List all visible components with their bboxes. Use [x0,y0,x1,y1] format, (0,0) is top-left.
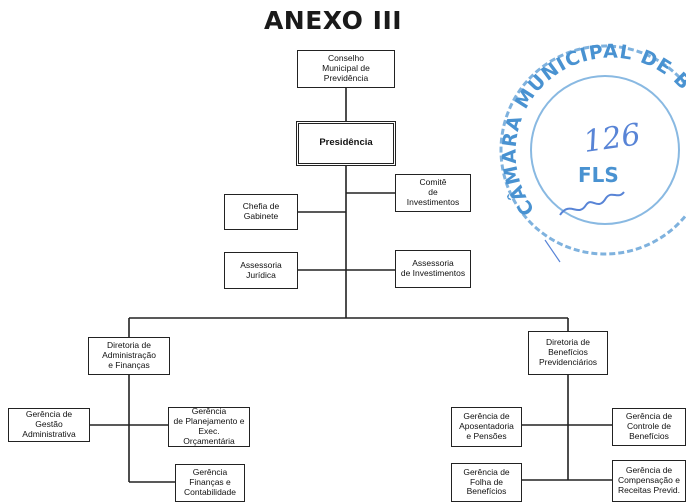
node-gerencia-financas-label: Gerência Finanças e Contabilidade [184,467,236,497]
node-gerencia-compensacao-label: Gerência de Compensação e Receitas Previ… [618,465,680,495]
node-conselho: Conselho Municipal de Previdência [297,50,395,88]
node-comite-label: Comitê de Investimentos [406,177,460,207]
node-gerencia-gestao-label: Gerência de Gestão Administrativa [22,409,76,439]
node-gerencia-planejamento: Gerência de Planejamento e Exec. Orçamen… [168,407,250,447]
node-chefia-gabinete: Chefia de Gabinete [224,194,298,230]
page-title: ANEXO III [263,6,403,35]
node-assessoria-investimentos: Assessoria de Investimentos [395,250,471,288]
stamp-signature-icon [559,191,625,216]
node-gerencia-folha: Gerência de Folha de Benefícios [451,463,522,502]
node-diretoria-administracao-label: Diretoria de Administração e Finanças [102,340,156,370]
node-diretoria-beneficios-label: Diretoria de Benefícios Previdenciários [538,337,598,367]
node-conselho-label: Conselho Municipal de Previdência [322,53,370,83]
node-chefia-gabinete-label: Chefia de Gabinete [242,201,280,221]
node-assessoria-juridica: Assessoria Jurídica [224,252,298,289]
node-presidencia-label: Presidência [319,137,373,149]
node-gerencia-controle: Gerência de Controle de Benefícios [612,408,686,446]
node-gerencia-aposentadoria-label: Gerência de Aposentadoria e Pensões [459,411,514,441]
node-gerencia-planejamento-label: Gerência de Planejamento e Exec. Orçamen… [173,406,245,446]
node-presidencia: Presidência [296,121,396,166]
node-comite: Comitê de Investimentos [395,174,471,212]
node-gerencia-aposentadoria: Gerência de Aposentadoria e Pensões [451,407,522,447]
node-diretoria-administracao: Diretoria de Administração e Finanças [88,337,170,375]
node-assessoria-juridica-label: Assessoria Jurídica [240,259,282,280]
stamp-fls-label: FLS [578,163,619,187]
node-gerencia-controle-label: Gerência de Controle de Benefícios [625,411,673,441]
node-assessoria-investimentos-label: Assessoria de Investimentos [400,258,466,278]
node-gerencia-gestao: Gerência de Gestão Administrativa [8,408,90,442]
stamp-page-number: 126 [581,117,643,160]
node-diretoria-beneficios: Diretoria de Benefícios Previdenciários [528,331,608,375]
node-gerencia-folha-label: Gerência de Folha de Benefícios [463,466,510,497]
